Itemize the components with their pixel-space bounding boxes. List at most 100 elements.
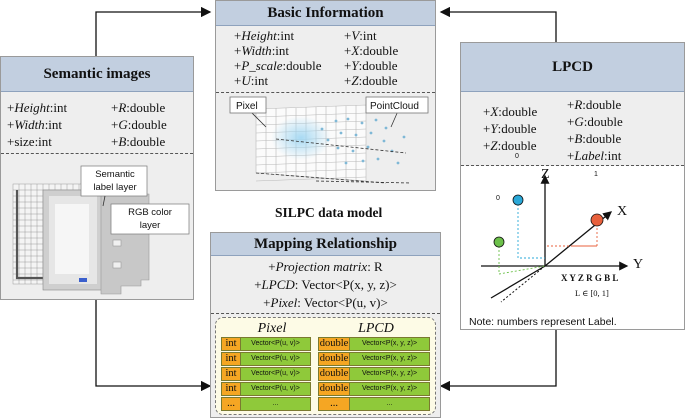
lpcd-point-marks — [493, 194, 604, 248]
projection-dashes — [255, 138, 412, 184]
semantic-images-header: Semantic images — [1, 57, 193, 92]
arrow-semantic-to-mapping — [95, 300, 212, 392]
lpcd-attr-y: +Y:double — [483, 121, 537, 136]
semantic-attr-size: +size:int — [7, 134, 52, 149]
point-3-text: 0 — [496, 195, 500, 202]
lpcd-attr-x: +X:double — [483, 104, 538, 119]
lpcd-table-vector-cell: Vector<P(x, y, z)> — [350, 352, 430, 366]
lpcd-table-vector-cell: Vector<P(x, y, z)> — [350, 337, 430, 351]
lpcd-table-vector-cell: Vector<P(x, y, z)> — [350, 367, 430, 381]
mapping-line-projection: +Projection matrix: R — [268, 259, 383, 274]
semantic-images-title: Semantic images — [43, 66, 151, 82]
point-2 — [512, 194, 524, 206]
mapping-line-lpcd: +LPCD: Vector<P(x, y, z)> — [254, 277, 397, 292]
pixel-table-vector-cell: ... — [241, 397, 311, 411]
point-3 — [493, 236, 505, 248]
x-axis-label: X — [617, 204, 628, 219]
basic-attr-v: +V:int — [344, 28, 377, 43]
pixel-callout: Pixel — [236, 101, 258, 112]
pixel-table-type-cell: int — [221, 337, 241, 351]
basic-attr-z: +Z:double — [344, 73, 398, 88]
rgb-layer-callout: RGB color layer — [128, 207, 172, 231]
pixel-table-vector-cell: Vector<P(u, v)> — [241, 352, 311, 366]
pixel-table-vector-cell: Vector<P(u, v)> — [241, 337, 311, 351]
basic-attr-x: +X:double — [344, 43, 399, 58]
semantic-attr-b: +B:double — [111, 134, 166, 149]
semantic-layers-illustration — [12, 165, 190, 295]
pixel-pointcloud-illustration — [229, 96, 429, 184]
basic-info-divider — [216, 92, 435, 93]
basic-info-title: Basic Information — [267, 5, 384, 21]
lpcd-attr-label: +Label:int — [567, 148, 622, 163]
pixel-table-title: Pixel — [257, 321, 287, 336]
lpcd-table-type-cell: double — [318, 367, 350, 381]
arrow-semantic-to-basic — [95, 6, 212, 56]
lpcd-note: Note: numbers represent Label. — [469, 316, 617, 328]
lpcd-table-vector-cell: ... — [350, 397, 430, 411]
semantic-attr-g: +G:double — [111, 117, 167, 132]
lpcd-table-vector-cell: Vector<P(x, y, z)> — [350, 382, 430, 396]
point-1 — [590, 213, 604, 227]
mapping-panel: Mapping Relationship +Projection matrix:… — [210, 232, 441, 418]
lpcd-divider — [461, 165, 684, 166]
mapping-header: Mapping Relationship — [211, 233, 440, 256]
lpcd-axes — [481, 174, 629, 303]
rgb-layer — [42, 189, 104, 291]
arrow-lpcd-to-basic — [439, 6, 557, 42]
semantic-attr-width: +Width:int — [7, 117, 63, 132]
basic-attr-width: +Width:int — [234, 43, 290, 58]
basic-info-header: Basic Information — [216, 1, 435, 26]
basic-attr-height: +Height:int — [234, 28, 295, 43]
z-axis-label: Z — [541, 167, 550, 182]
lpcd-attr-r: +R:double — [567, 97, 622, 112]
lpcd-panel: LPCD +X:double +Y:double +Z:double +R:do… — [460, 42, 685, 330]
semantic-divider — [1, 153, 193, 154]
point-2-text: 0 — [515, 153, 519, 160]
basic-attr-u: +U:int — [234, 73, 269, 88]
semantic-attr-height: +Height:int — [7, 100, 68, 115]
pixel-table-vector-cell: Vector<P(u, v)> — [241, 367, 311, 381]
lpcd-table-row: ...... — [318, 397, 430, 411]
mapping-divider — [211, 313, 440, 314]
range-label: L ∈ [0, 1] — [575, 288, 609, 298]
lpcd-header: LPCD — [461, 43, 684, 92]
basic-info-panel: Basic Information +Height:int +Width:int… — [215, 0, 436, 191]
coords-label: X Y Z R G B L — [561, 273, 619, 283]
semantic-attr-r: +R:double — [111, 100, 166, 115]
pixel-table-type-cell: ... — [221, 397, 241, 411]
lpcd-attr-b: +B:double — [567, 131, 622, 146]
lpcd-table-type-cell: double — [318, 337, 350, 351]
point-cloud — [320, 117, 406, 165]
mapping-title: Mapping Relationship — [254, 236, 397, 252]
lpcd-attr-z: +Z:double — [483, 138, 537, 153]
lpcd-title: LPCD — [552, 59, 593, 75]
basic-attr-y: +Y:double — [344, 58, 398, 73]
lpcd-table-type-cell: ... — [318, 397, 350, 411]
basic-attr-pscale: +P_scale:double — [234, 58, 322, 73]
lpcd-plot-area — [461, 166, 684, 329]
pixel-table-row: ...... — [221, 397, 311, 411]
point-1-text: 1 — [594, 171, 598, 178]
lpcd-attr-g: +G:double — [567, 114, 623, 129]
mapping-line-pixel: +Pixel: Vector<P(u, v)> — [263, 295, 388, 310]
semantic-images-panel: Semantic images +Height:int +Width:int +… — [0, 56, 194, 300]
pixel-table-type-cell: int — [221, 367, 241, 381]
pointcloud-callout: PointCloud — [370, 101, 419, 112]
lpcd-table-type-cell: double — [318, 352, 350, 366]
arrow-lpcd-to-mapping — [439, 330, 557, 392]
lpcd-table-type-cell: double — [318, 382, 350, 396]
lpcd-table-title: LPCD — [358, 321, 394, 336]
label-layer-callout: Semantic label layer — [93, 169, 137, 193]
pixel-table-vector-cell: Vector<P(u, v)> — [241, 382, 311, 396]
pixel-table-type-cell: int — [221, 352, 241, 366]
